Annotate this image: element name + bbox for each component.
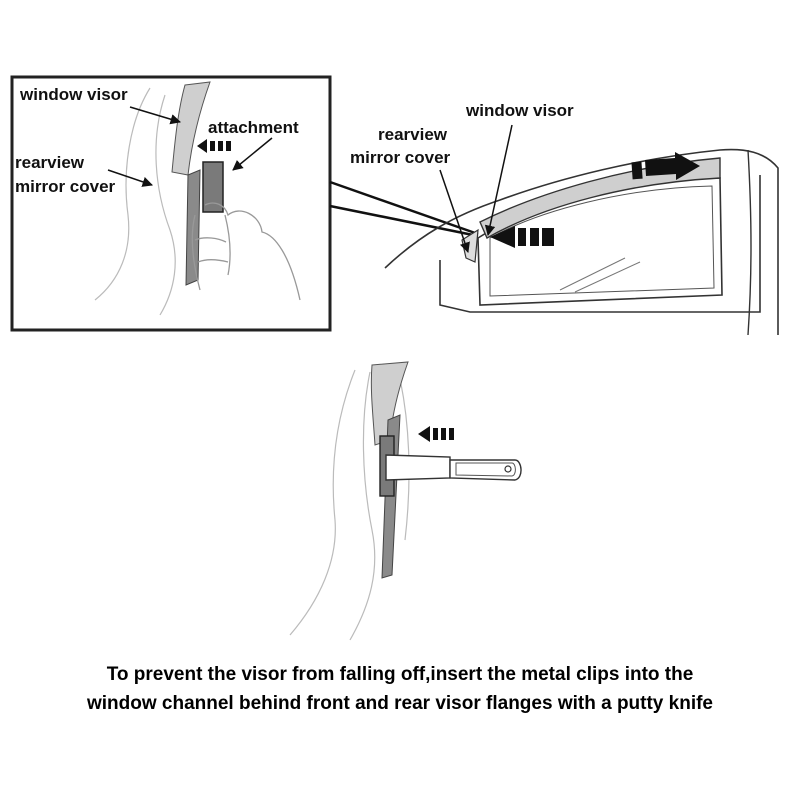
truck-mirror-cover <box>461 228 479 263</box>
inset-hand <box>191 202 301 301</box>
inset-panel: window visor attachment rearview mirror … <box>10 75 332 332</box>
truck-label-rearview: rearview <box>378 125 448 144</box>
inset-pillar-outline <box>94 87 151 301</box>
inset-pointer-window-visor <box>129 106 182 125</box>
callout-line-bottom <box>329 204 479 238</box>
truck-door: window visor rearview mirror cover <box>350 101 779 336</box>
truck-clip-arrow <box>490 226 554 248</box>
truck-label-mirror-cover: mirror cover <box>350 148 451 167</box>
truck-label-window-visor: window visor <box>465 101 574 120</box>
instruction-caption: To prevent the visor from falling off,in… <box>0 660 800 718</box>
callout-line-top <box>329 180 479 236</box>
truck-pillar-outline <box>439 175 761 313</box>
inset-metal-clip <box>202 161 224 213</box>
truck-visor-arrow <box>631 152 700 180</box>
truck-window-visor <box>479 157 721 239</box>
inset-pointer-rearview <box>107 169 153 187</box>
inset-label-mirror-cover: mirror cover <box>15 177 116 196</box>
inset-pointer-attachment <box>232 137 273 171</box>
inset-label-attachment: attachment <box>208 118 299 137</box>
knife-view-insert-arrow <box>418 426 454 442</box>
caption-line-1: To prevent the visor from falling off,in… <box>106 664 694 685</box>
truck-pointer-rearview <box>439 169 470 253</box>
inset-insert-arrow <box>197 139 231 153</box>
inset-mirror-cover-outline <box>155 94 176 316</box>
caption-line-2: window channel behind front and rear vis… <box>86 693 714 714</box>
inset-label-window-visor: window visor <box>19 85 128 104</box>
inset-label-rearview: rearview <box>15 153 85 172</box>
putty-knife-view <box>289 361 522 641</box>
putty-knife <box>385 454 522 481</box>
truck-pointer-window-visor <box>484 124 513 237</box>
